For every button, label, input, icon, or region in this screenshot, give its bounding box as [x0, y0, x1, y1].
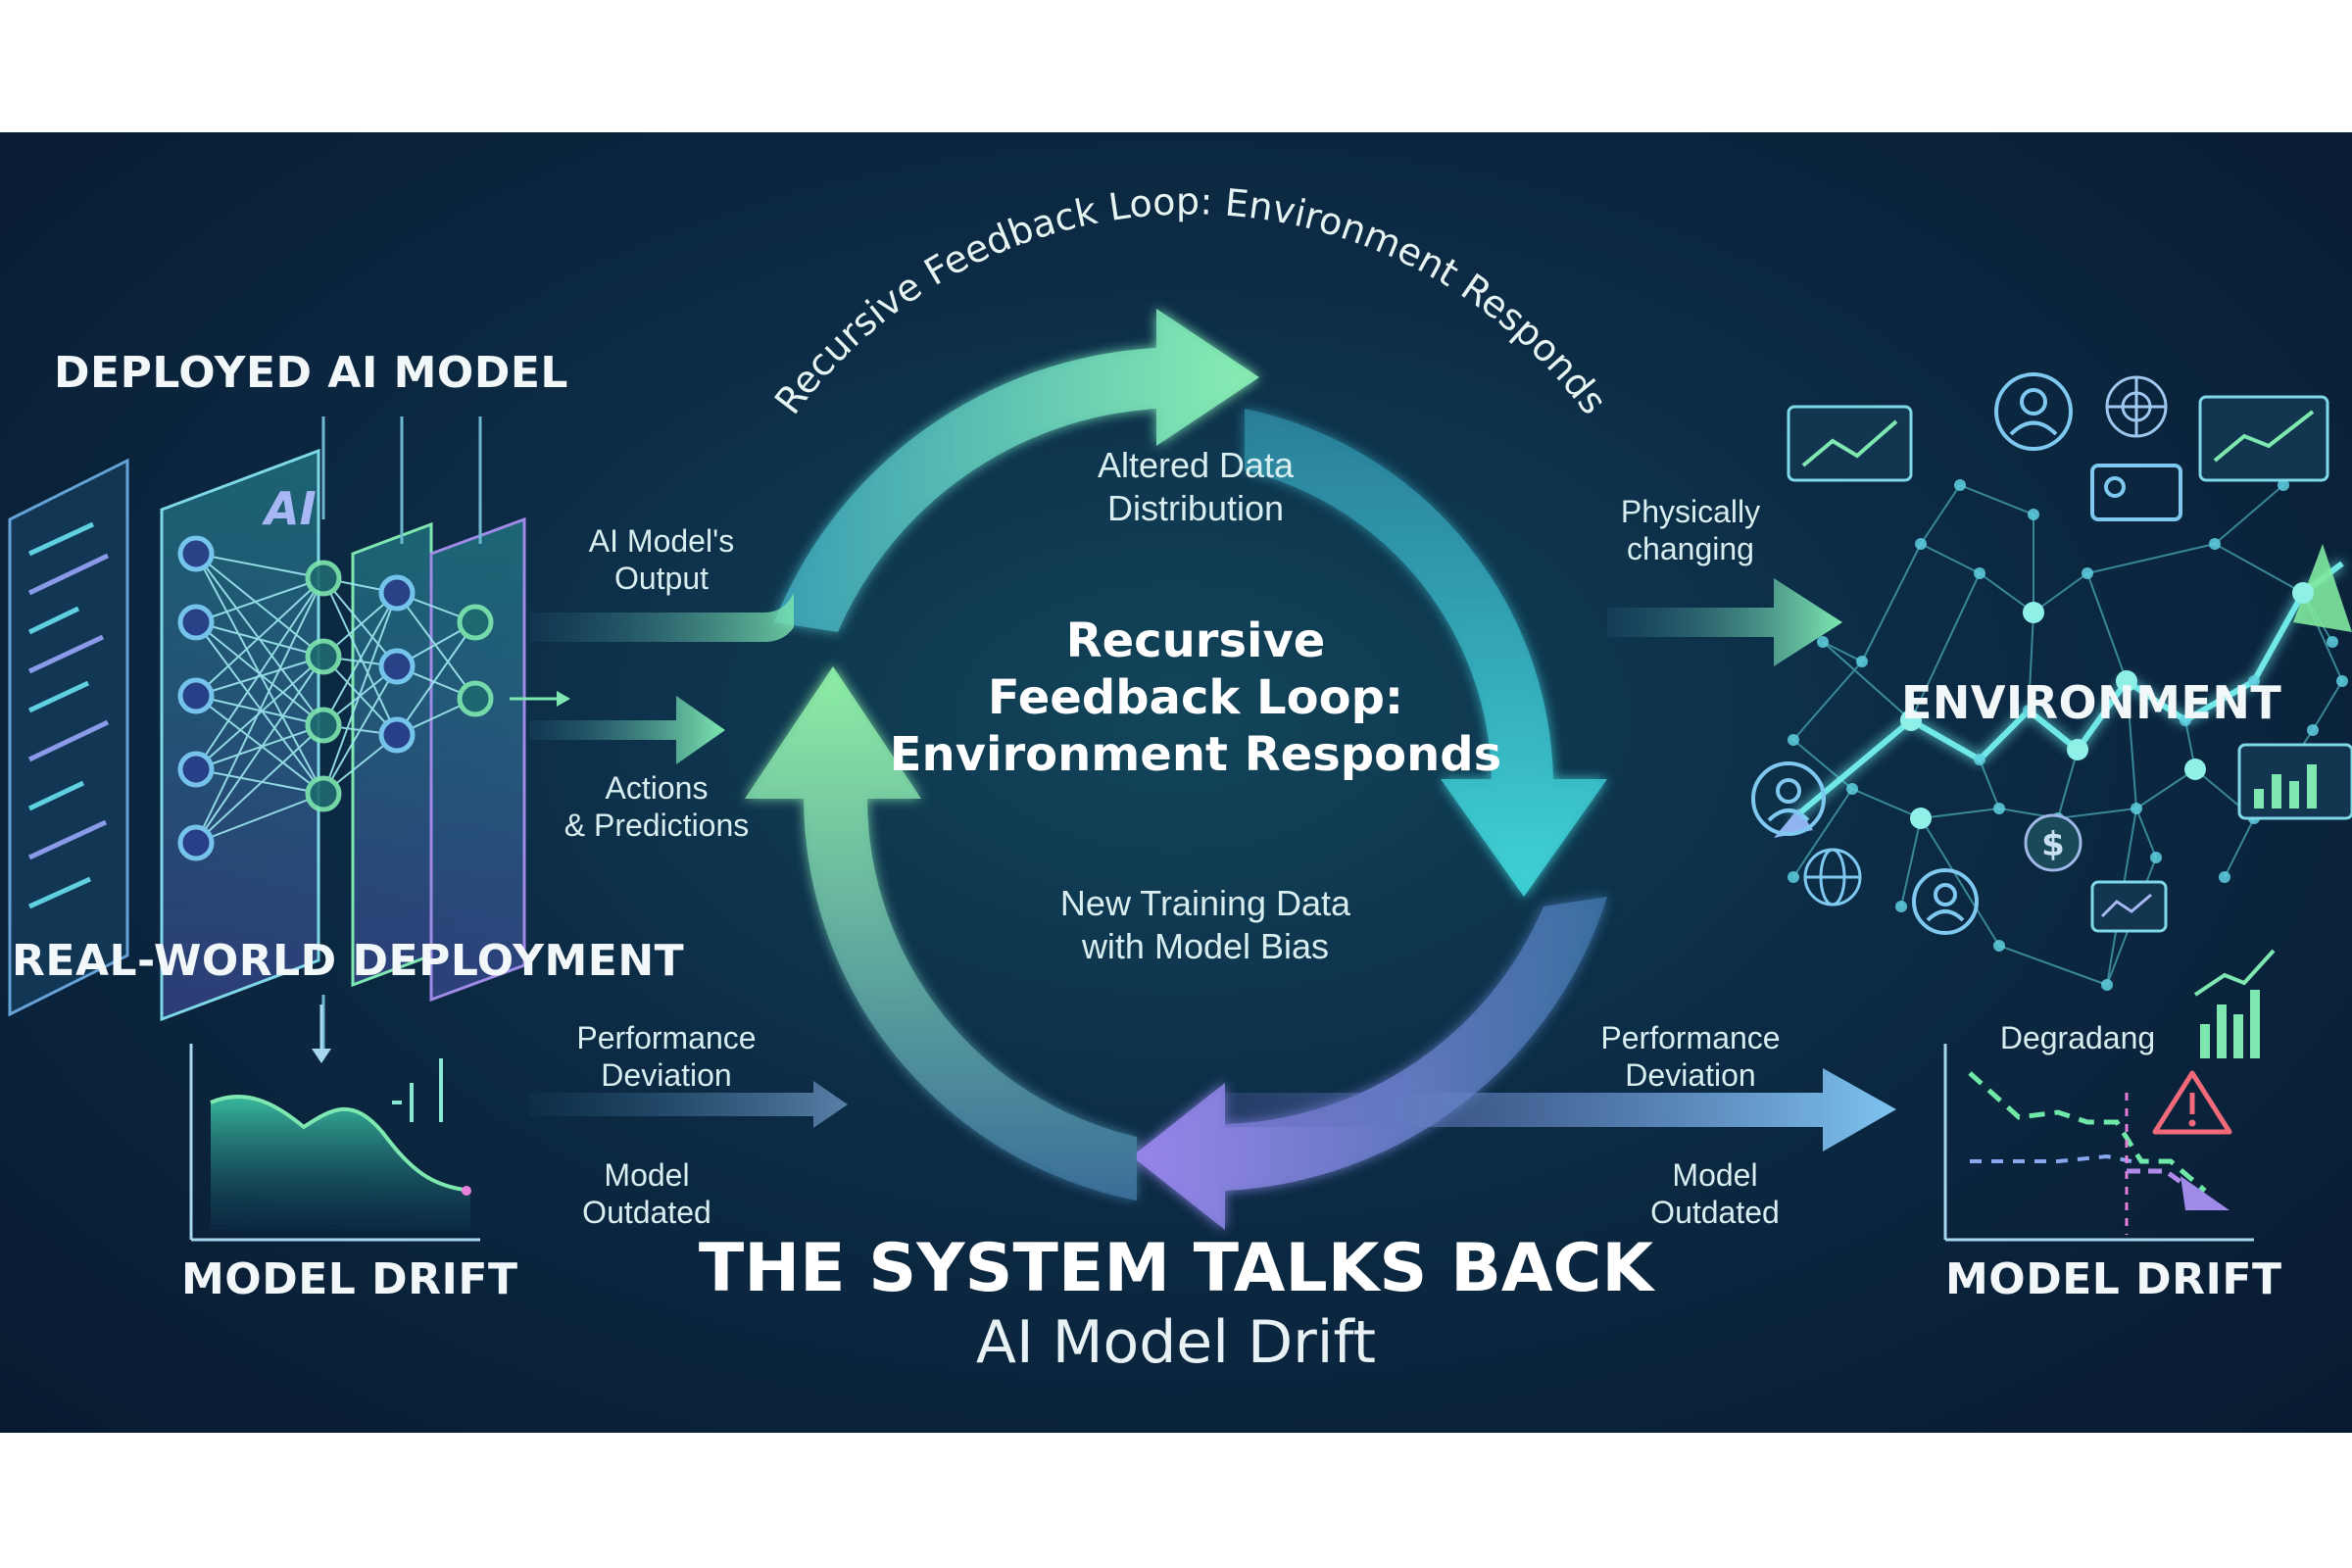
network-node: [378, 648, 416, 685]
environment-node: [2067, 739, 2088, 760]
environment-node: [2209, 538, 2221, 550]
globe-icon: [1803, 848, 1862, 906]
loop-arrow-bottom: [1132, 897, 1607, 1230]
arrow-perf-left: [529, 1081, 848, 1128]
left-drift-chart: [189, 1004, 480, 1242]
network-node: [305, 775, 342, 812]
network-node: [457, 680, 494, 717]
diagram-canvas: Recursive Feedback Loop: Environment Res…: [0, 132, 2352, 1433]
environment-node: [2028, 509, 2039, 520]
environment-node: [1993, 940, 2005, 952]
environment-node: [2327, 636, 2338, 648]
environment-node: [2307, 724, 2319, 736]
environment-node: [1846, 783, 1858, 795]
center-title: Recursive Feedback Loop: Environment Res…: [889, 613, 1502, 782]
environment-node: [2180, 714, 2191, 726]
environment-node: [2082, 567, 2093, 579]
environment-node: [2278, 479, 2289, 491]
environment-node: [2131, 803, 2142, 814]
environment-node: [2219, 871, 2230, 883]
loop-arrow-top: [774, 309, 1259, 632]
network-node: [177, 751, 215, 788]
environment-node: [1788, 871, 1799, 883]
arrow-physically-changing: [1607, 578, 1842, 666]
environment-node: [2150, 852, 2162, 863]
right-model-drift-title: MODEL DRIFT: [1945, 1254, 2282, 1304]
network-panel-back: [429, 516, 526, 1003]
warning-icon: [2152, 1070, 2232, 1135]
arrow-perf-right: [1225, 1068, 1896, 1152]
left-model-drift-title: MODEL DRIFT: [181, 1254, 518, 1304]
environment-node: [1915, 538, 1927, 550]
environment-node: [2101, 979, 2113, 991]
network-node: [305, 638, 342, 675]
dollar-icon: $: [2024, 813, 2082, 872]
environment-node: [1895, 901, 1907, 912]
environment-node: [2023, 602, 2044, 623]
bar-chart-icon: [2193, 949, 2276, 1058]
loop-arrow-left: [745, 666, 1137, 1200]
neural-network-icon: [177, 535, 494, 861]
environment-title: ENVIRONMENT: [1901, 676, 2282, 729]
environment-node: [1954, 479, 1966, 491]
environment-node: [1856, 656, 1868, 667]
environment-node: [2336, 675, 2348, 687]
network-node: [177, 824, 215, 861]
code-panel-icon: [8, 458, 129, 1017]
network-node: [305, 560, 342, 597]
environment-node: [2248, 675, 2260, 687]
ai-badge: AI: [262, 482, 317, 535]
environment-node: [2292, 582, 2314, 604]
degrading-line: [1968, 1071, 2207, 1193]
network-node: [378, 574, 416, 612]
trend-line: [1791, 561, 2344, 821]
environment-node: [1900, 710, 1922, 731]
environment-node: [1974, 567, 1985, 579]
degrading-label: Degradang: [1999, 1020, 2156, 1055]
actions-label: Actions& Predictions: [564, 770, 750, 843]
chart-icon: [1787, 395, 2352, 933]
right-drift-chart: [1943, 1044, 2254, 1242]
network-node: [457, 604, 494, 641]
svg-text:$: $: [2041, 825, 2065, 864]
footer-subtitle: AI Model Drift: [975, 1308, 1377, 1377]
environment-node: [1974, 754, 1985, 765]
target-icon: [2105, 375, 2168, 438]
user-avatar-icon: [1751, 372, 2182, 935]
network-node: [177, 604, 215, 641]
environment-node: [1910, 808, 1932, 829]
ai-model-illustration: AI: [8, 416, 570, 1058]
environment-node: [1817, 636, 1829, 648]
network-node: [305, 707, 342, 744]
feedback-loop: [745, 309, 1607, 1230]
environment-node: [2116, 670, 2137, 692]
network-node: [378, 716, 416, 754]
real-world-deployment-title: REAL-WORLD DEPLOYMENT: [12, 936, 685, 986]
environment-node: [2023, 705, 2034, 716]
left-drift-area: [211, 1097, 470, 1230]
environment-network: $: [1751, 372, 2352, 1058]
environment-node: [1993, 803, 2005, 814]
diagram-svg: Recursive Feedback Loop: Environment Res…: [8, 179, 2352, 1242]
environment-node: [1788, 734, 1799, 746]
network-node: [177, 535, 215, 572]
footer-title: THE SYSTEM TALKS BACK: [698, 1230, 1654, 1307]
arrow-actions: [529, 696, 725, 764]
network-node: [177, 677, 215, 714]
flow-arrows: [529, 578, 1896, 1152]
environment-node: [2184, 759, 2206, 780]
arrow-output: [529, 593, 794, 642]
deployed-ai-model-title: DEPLOYED AI MODEL: [54, 348, 568, 398]
loop-arrow-right: [1245, 409, 1607, 897]
